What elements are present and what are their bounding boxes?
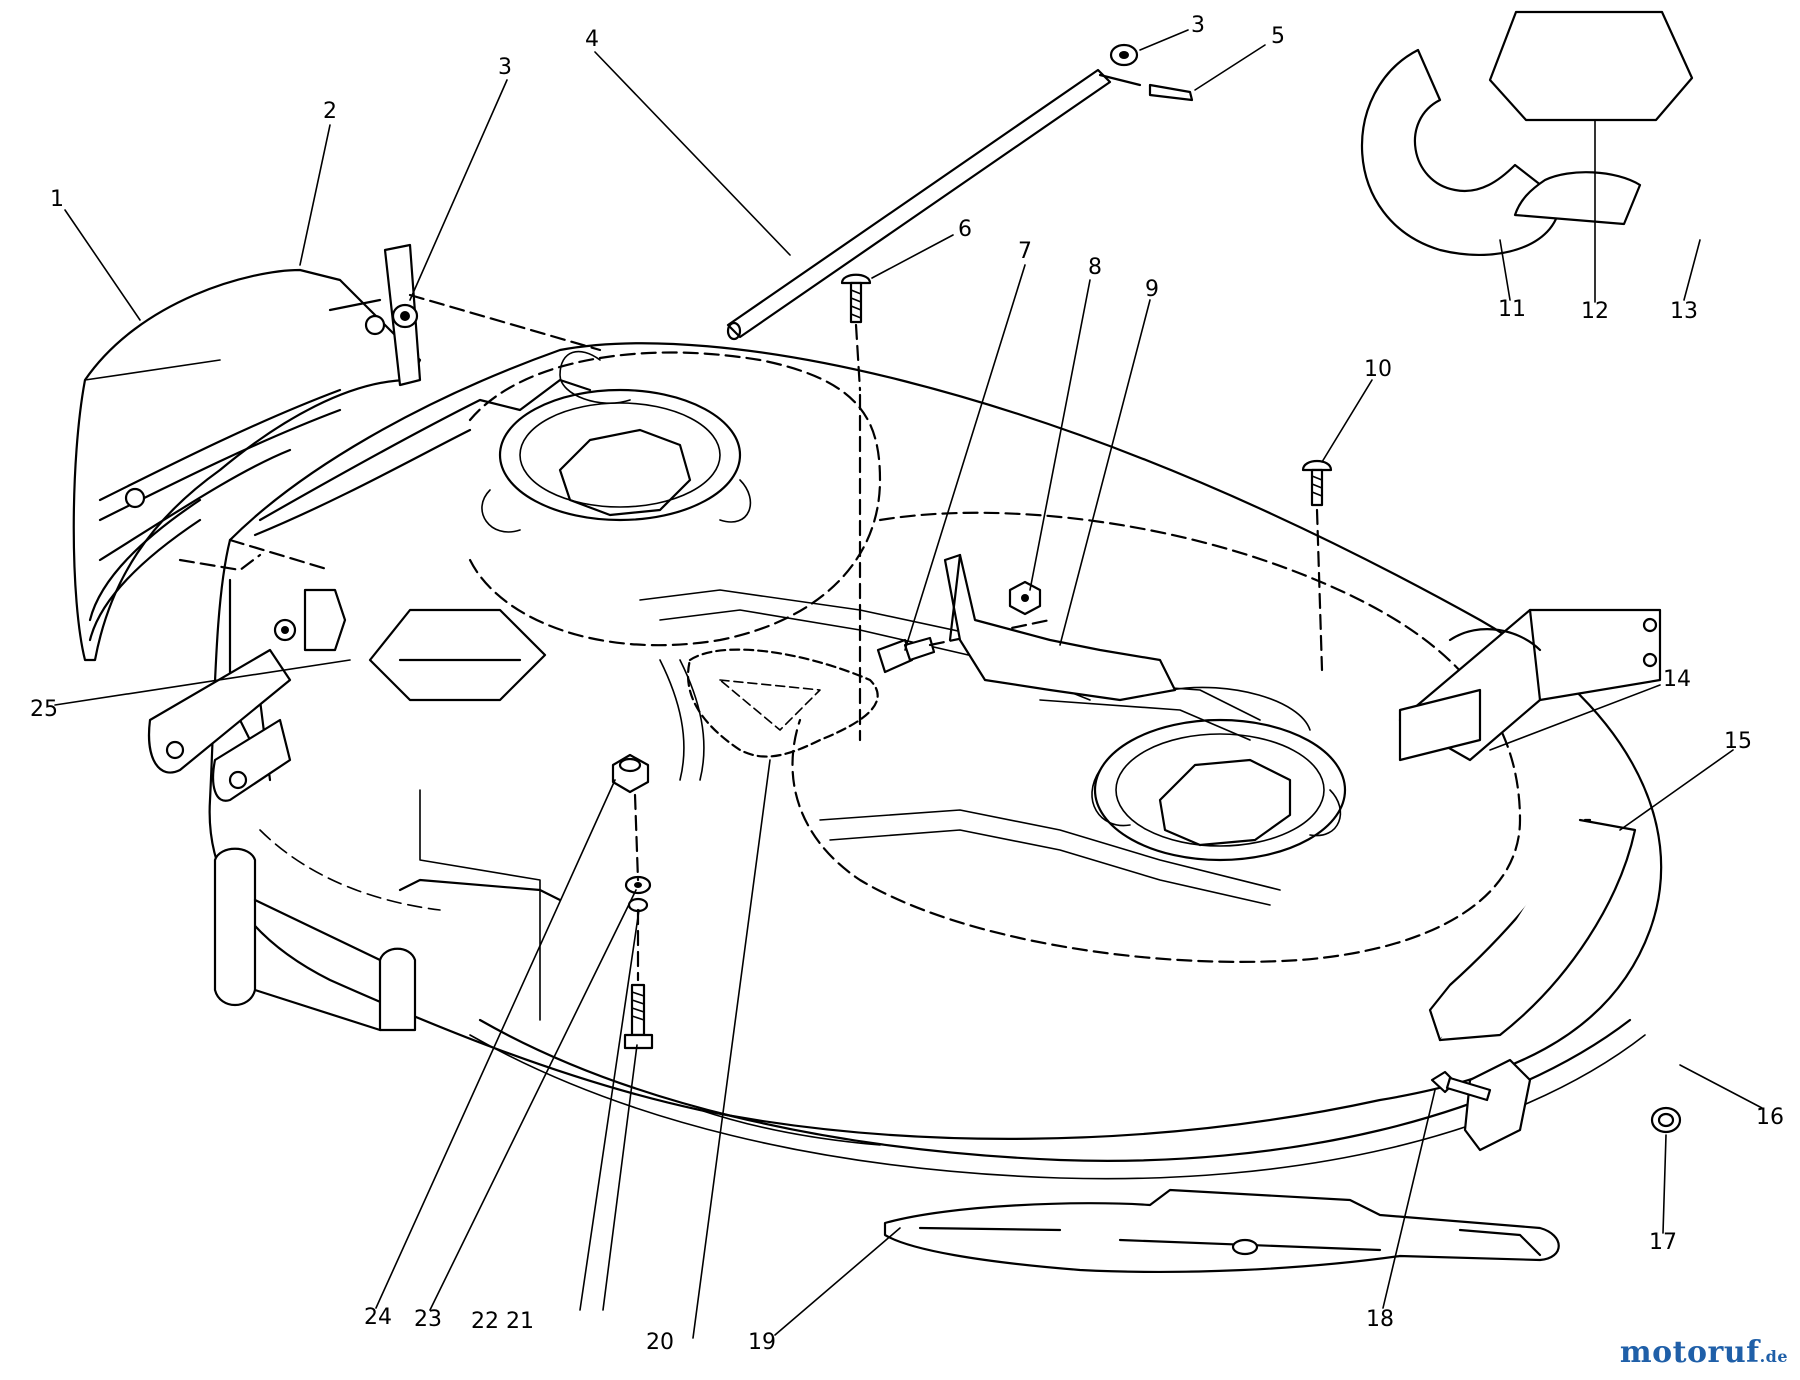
nut-24 [611, 753, 650, 794]
callout-12: 12 [1581, 299, 1609, 324]
callout-10: 10 [1364, 357, 1392, 382]
callout-21: 21 [506, 1309, 534, 1334]
washer-23 [624, 875, 652, 895]
screw-6 [840, 273, 872, 324]
bolt-21 [623, 983, 654, 1050]
decal-11 [1361, 48, 1562, 257]
callout-5: 5 [1271, 24, 1285, 49]
callout-20: 20 [646, 1330, 674, 1355]
bolt-7 [876, 636, 936, 674]
cotter-pin [1098, 73, 1194, 102]
callout-3-top: 3 [1191, 13, 1205, 38]
callout-23: 23 [414, 1307, 442, 1332]
callout-8: 8 [1088, 255, 1102, 280]
nut-8 [1008, 580, 1042, 616]
bolt-18 [1430, 1070, 1492, 1102]
callout-14: 14 [1663, 667, 1691, 692]
callout-19: 19 [748, 1330, 776, 1355]
callout-labels: 1 2 3 3 4 5 6 7 8 9 10 11 12 13 14 15 16… [30, 13, 1784, 1355]
chute-mount-line [408, 293, 602, 352]
callout-16: 16 [1756, 1105, 1784, 1130]
callout-6: 6 [958, 217, 972, 242]
screw-10 [1301, 459, 1333, 507]
nut-17 [1650, 1106, 1682, 1134]
callout-4: 4 [585, 27, 599, 52]
callout-9: 9 [1145, 277, 1159, 302]
callout-3-left: 3 [498, 55, 512, 80]
callout-18: 18 [1366, 1307, 1394, 1332]
decal-15 [1428, 818, 1637, 1042]
chute-pivot-block [273, 588, 347, 652]
callout-15: 15 [1724, 729, 1752, 754]
callout-25: 25 [30, 697, 58, 722]
callout-1: 1 [50, 187, 64, 212]
leader-lines [54, 29, 1763, 1339]
washer-top [1109, 43, 1139, 67]
callout-13: 13 [1670, 299, 1698, 324]
decal-12 [1488, 10, 1694, 122]
watermark-suffix: .de [1759, 1347, 1788, 1366]
decal-25 [368, 608, 547, 702]
callout-11: 11 [1498, 297, 1526, 322]
discharge-chute [72, 243, 422, 662]
callout-2: 2 [323, 99, 337, 124]
bracket-9 [943, 553, 1177, 702]
callout-17: 17 [1649, 1230, 1677, 1255]
mower-deck-housing [147, 342, 1663, 1180]
watermark-logo: motoruf.de [1620, 1335, 1788, 1370]
callout-22: 22 [471, 1309, 499, 1334]
mower-blade [883, 1188, 1560, 1273]
callout-24: 24 [364, 1305, 392, 1330]
callout-7: 7 [1018, 239, 1032, 264]
washer-left [391, 303, 419, 329]
hinge-rod [726, 68, 1112, 341]
decal-13 [1513, 171, 1642, 226]
watermark-brand: motoruf [1619, 1335, 1760, 1370]
